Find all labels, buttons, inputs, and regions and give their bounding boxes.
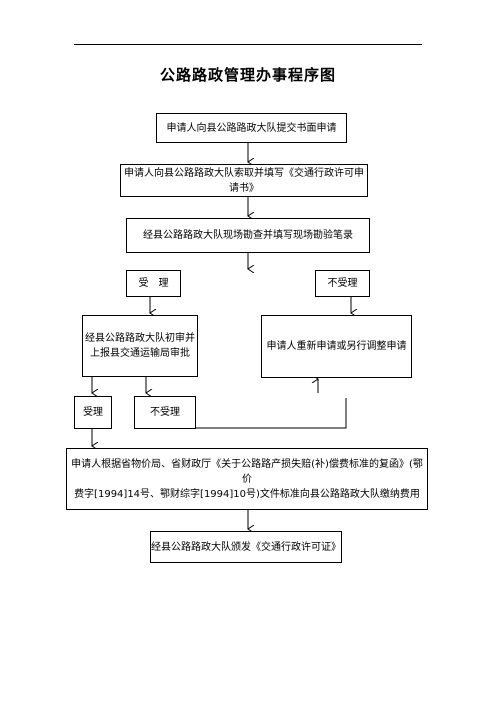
node-permit: 经县公路路政大队颁发《交通行政许可证》 (150, 531, 342, 563)
node-site-survey: 经县公路路政大队现场勘查并填写现场勘验笔录 (126, 218, 370, 253)
header-rule (74, 44, 422, 45)
page-title: 公路路政管理办事程序图 (159, 66, 336, 84)
node-apply-written: 申请人向县公路路政大队提交书面申请 (156, 113, 347, 143)
loop-reject2-to-reapply (196, 398, 347, 429)
node-reapply: 申请人重新申请或另行调整申请 (261, 315, 412, 378)
node-fee: 申请人根据省物价局、省财政厅《关于公路路产损失赔(补)偿费标准的复函》(鄂价 费… (66, 448, 428, 510)
node-reject: 不受理 (315, 270, 370, 297)
node-review: 经县公路路政大队初审并 上报县交通运输局审批 (82, 315, 198, 377)
node-get-form: 申请人向县公路路政大队索取并填写《交通行政许可申请书》 (120, 164, 368, 197)
node-reject2: 不受理 (134, 396, 196, 429)
node-accept2: 受理 (74, 396, 112, 429)
node-accept: 受 理 (126, 270, 181, 297)
